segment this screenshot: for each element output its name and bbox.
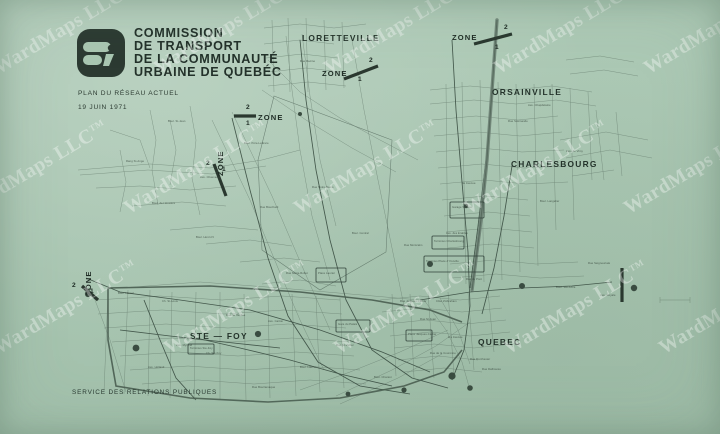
title-subtitle-group: PLAN DU RÉSEAU ACTUEL 19 JUIN 1971 xyxy=(78,87,179,114)
city-label-ste-foy: STE — FOY xyxy=(190,331,248,341)
zone-label-central: ZONE xyxy=(258,113,284,122)
zone-number-inner-southwest: 1 xyxy=(90,288,94,295)
street-label: Rue de l'Église xyxy=(226,314,246,317)
zone-number-outer-north: 2 xyxy=(504,24,508,31)
street-label: Ave. Chapdelaine xyxy=(528,104,551,107)
zone-number-outer-loretteville: 2 xyxy=(369,57,373,64)
street-label: Boul. St-Jean xyxy=(168,120,186,123)
ctcuq-monogram-logo xyxy=(77,29,125,77)
street-label: Ch. Ste-Foy xyxy=(206,352,222,355)
zone-number-inner-loretteville: 1 xyxy=(358,76,362,83)
street-label: 4e Avenue xyxy=(462,182,476,185)
street-label: Boul. Hamel xyxy=(118,292,134,295)
zone-label-north: ZONE xyxy=(452,33,478,42)
street-label: Rue Jacques-Cartier xyxy=(400,300,427,303)
city-label-orsainville: ORSAINVILLE xyxy=(492,87,563,97)
street-label: Boul. Charest xyxy=(374,376,392,379)
street-label: Rue Dorchester xyxy=(470,358,491,361)
zone-number-inner-west: 1 xyxy=(222,166,226,173)
city-label-loretteville: LORETTEVILLE xyxy=(302,33,380,43)
terminal-label: Garage St-Jean xyxy=(452,206,473,209)
terminal-label: Terminus Ste-Foy xyxy=(190,347,213,350)
street-label: Rue Notre-Dame xyxy=(312,186,334,189)
street-label: Boul. Ste-Anne xyxy=(556,286,576,289)
title-line-2: DE TRANSPORT xyxy=(134,38,242,53)
public-relations-note: SERVICE DES RELATIONS PUBLIQUES xyxy=(72,389,218,396)
street-label: Rue St-Jean xyxy=(420,318,437,321)
plan-subtitle: PLAN DU RÉSEAU ACTUEL xyxy=(78,90,179,97)
street-label: Ave. Chauveau xyxy=(200,176,220,179)
zone-number-outer-southwest: 2 xyxy=(72,282,76,289)
street-label: Côte d'Abraham xyxy=(436,300,457,303)
street-label: Ch. St-Louis xyxy=(162,300,178,303)
street-label: Boul. Henri-IV xyxy=(196,236,215,239)
street-label: Boul. Central xyxy=(352,232,369,235)
zone-label-loretteville: ZONE xyxy=(322,69,348,78)
street-label: Ave. des Érables xyxy=(446,232,468,235)
street-label: 1re Avenue xyxy=(448,336,463,339)
street-label: Rue du Pont xyxy=(466,278,483,281)
title-line-4: URBAINE DE QUEBÉC xyxy=(134,64,282,79)
street-label: Ave. de Vimy xyxy=(566,150,583,153)
zone-number-inner-north: 1 xyxy=(495,44,499,51)
city-label-quebec: QUEBEC xyxy=(478,337,522,347)
street-label: Rue Bouchard xyxy=(260,206,279,209)
terminal-label: Terminus Place d'Youville xyxy=(426,260,459,263)
street-label: Rue Seigneuriale xyxy=(588,262,611,265)
title-line-3: DE LA COMMUNAUTÉ xyxy=(134,51,279,66)
street-label: Rue St-Vallier xyxy=(336,344,354,347)
street-label: Boul. de l'Ormière xyxy=(152,202,176,205)
street-label: Boul. Père-Lelièvre xyxy=(244,142,269,145)
street-label: Rang St-Ange xyxy=(126,160,145,163)
street-label: Ave. Holland xyxy=(148,366,165,369)
terminal-label: Terminus Charlesbourg xyxy=(434,240,464,243)
terminal-label: Place Jacques-Cartier xyxy=(408,333,437,336)
street-label: Ave. Myrand xyxy=(176,344,193,347)
zone-number-outer-central: 2 xyxy=(246,104,250,111)
organization-title: COMMISSION DE TRANSPORT DE LA COMMUNAUTÉ… xyxy=(134,27,282,79)
street-label: Rue Racine xyxy=(300,60,316,63)
street-label: Rue Montcalm xyxy=(404,244,423,247)
street-label: Ave. Cartier xyxy=(268,320,284,323)
title-line-1: COMMISSION xyxy=(134,26,224,40)
plan-date: 19 JUIN 1971 xyxy=(78,103,128,111)
city-label-charlesbourg: CHARLESBOURG xyxy=(511,159,598,169)
street-label: Rue Bourlamaque xyxy=(252,386,276,389)
terminal-label: Place Laurier xyxy=(318,272,336,275)
zone-number-outer-west: 2 xyxy=(206,160,210,167)
terminal-label: Gare du Palais xyxy=(338,323,358,326)
street-label: Boul. Langelier xyxy=(540,200,560,203)
street-label: Rue Soumande xyxy=(508,120,528,123)
street-label: Rue Marie-Rollet xyxy=(286,272,308,275)
street-label: Rue Dalhousie xyxy=(482,368,501,371)
street-label: Rue de la Couronne xyxy=(430,352,456,355)
street-label: Boul. Laurier xyxy=(300,366,317,369)
street-label: Ave. Royale xyxy=(600,294,616,297)
zone-number-inner-central: 1 xyxy=(246,120,250,127)
